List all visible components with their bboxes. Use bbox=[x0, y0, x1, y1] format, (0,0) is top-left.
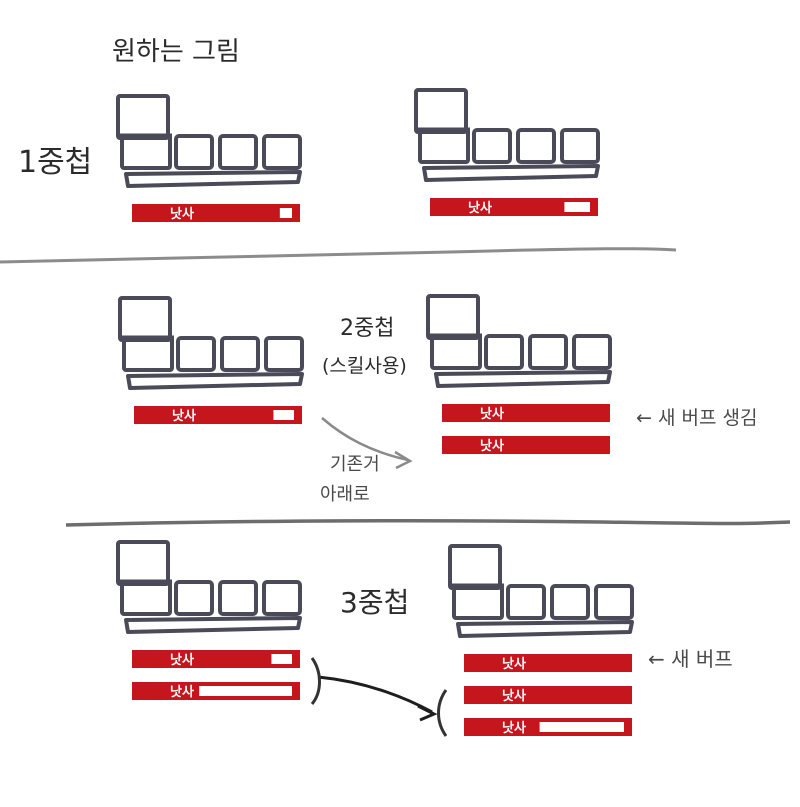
row1-left-panel-panel-base bbox=[124, 170, 302, 188]
row1-right-panel-skill-slot-main bbox=[418, 128, 470, 164]
row3-right-panel-skill-slot-3 bbox=[594, 584, 634, 620]
row1-right-panel-skill-slot-top bbox=[414, 88, 468, 134]
page-title: 원하는 그림 bbox=[112, 37, 240, 67]
row3-right-panel-buff-bar-3-gauge bbox=[539, 722, 624, 732]
row3-right-panel-panel-base bbox=[456, 620, 634, 638]
row2-right-panel-skill-slot-2 bbox=[528, 334, 568, 370]
row2-left-panel-skill-slot-3 bbox=[264, 336, 304, 372]
row3-right-panel-skill-slot-2 bbox=[550, 584, 590, 620]
row3-right-panel-skill-slot-1 bbox=[506, 584, 546, 620]
row1-left-panel-buff-bar-1 bbox=[132, 204, 300, 222]
annotation-new-buff-3: ← 새 버프 bbox=[648, 647, 733, 671]
bracket-left bbox=[437, 689, 448, 737]
row3-left-panel-buff-bar-1-label: 낫사 bbox=[170, 652, 194, 668]
row-label-1: 1중첩 bbox=[18, 145, 92, 180]
row1-left-panel-skill-slot-1 bbox=[174, 134, 214, 170]
row3-right-panel-buff-bar-1 bbox=[464, 654, 632, 672]
row-label-3: 3중첩 bbox=[340, 586, 409, 619]
annotation-move-down-line2: 아래로 bbox=[320, 484, 370, 505]
row3-left-panel-panel-base bbox=[124, 616, 302, 634]
row3-right-panel-skill-slot-top bbox=[448, 544, 502, 590]
row3-left-panel-skill-slot-2 bbox=[218, 580, 258, 616]
row2-left-panel-skill-slot-2 bbox=[220, 336, 260, 372]
row2-left-panel-buff-bar-1-gauge bbox=[273, 410, 294, 420]
row2-left-panel-skill-slot-top bbox=[118, 296, 172, 342]
row2-left-panel-skill-slot-main bbox=[122, 336, 174, 372]
row1-right-panel-skill-slot-1 bbox=[472, 128, 512, 164]
row2-right-panel-skill-slot-3 bbox=[572, 334, 612, 370]
row2-right-panel-skill-slot-main bbox=[430, 334, 482, 370]
row1-right-panel-skill-slot-3 bbox=[560, 128, 600, 164]
row1-right-panel-skill-slot-2 bbox=[516, 128, 556, 164]
row1-right-panel-buff-bar-1 bbox=[430, 198, 598, 216]
row3-right-panel-buff-bar-3-label: 낫사 bbox=[502, 720, 526, 736]
row1-left-panel-buff-bar-1-label: 낫사 bbox=[170, 206, 194, 222]
row3-right-panel-skill-slot-main bbox=[452, 584, 504, 620]
row2-right-panel-buff-bar-2-label: 낫사 bbox=[480, 438, 504, 454]
row3-left-panel-buff-bar-1-gauge bbox=[271, 654, 292, 664]
row3-right-panel-buff-bar-2-label: 낫사 bbox=[502, 688, 526, 704]
row2-left-panel-skill-slot-1 bbox=[176, 336, 216, 372]
row2-left-panel: 낫사 bbox=[118, 296, 304, 424]
row3-left-panel-buff-bar-1 bbox=[132, 650, 300, 668]
row3-left-panel-skill-slot-main bbox=[120, 580, 172, 616]
row3-left-panel-skill-slot-3 bbox=[262, 580, 302, 616]
row2-right-panel-skill-slot-top bbox=[426, 294, 480, 340]
row1-left-panel: 낫사 bbox=[116, 94, 302, 222]
row2-right-panel-buff-bar-2 bbox=[442, 436, 610, 454]
row2-right-panel-skill-slot-1 bbox=[484, 334, 524, 370]
row1-right-panel-buff-bar-1-gauge bbox=[564, 202, 590, 212]
row1-left-panel-buff-bar-1-gauge bbox=[279, 208, 292, 218]
row3-right-panel-buff-bar-2 bbox=[464, 686, 632, 704]
row3-left-panel-buff-bar-2-label: 낫사 bbox=[170, 684, 194, 700]
row3-left-panel-skill-slot-top bbox=[116, 540, 170, 586]
arrow-move-down-head bbox=[394, 450, 413, 470]
row1-left-panel-skill-slot-main bbox=[120, 134, 172, 170]
row2-right-panel-buff-bar-1 bbox=[442, 404, 610, 422]
annotation-new-buff-2: ← 새 버프 생김 bbox=[636, 407, 757, 429]
row2-right-panel-panel-base bbox=[434, 370, 612, 388]
row2-left-panel-buff-bar-1-label: 낫사 bbox=[172, 408, 196, 424]
divider-1 bbox=[0, 247, 677, 264]
arrow-shift-head bbox=[417, 704, 438, 722]
row2-left-panel-buff-bar-1 bbox=[134, 406, 302, 424]
divider-2 bbox=[65, 519, 791, 527]
row2-left-panel-panel-base bbox=[126, 372, 304, 390]
row-note-2: (스킬사용) bbox=[322, 355, 407, 377]
row1-left-panel-skill-slot-top bbox=[116, 94, 170, 140]
arrow-move-down bbox=[321, 417, 409, 462]
annotation-move-down-line1: 기존거 bbox=[330, 454, 380, 475]
row1-right-panel-buff-bar-1-label: 낫사 bbox=[468, 200, 492, 216]
row1-right-panel-panel-base bbox=[422, 164, 600, 182]
row3-left-panel-buff-bar-2-gauge bbox=[199, 686, 292, 696]
row2-right-panel-buff-bar-1-label: 낫사 bbox=[480, 406, 504, 422]
row1-left-panel-skill-slot-3 bbox=[262, 134, 302, 170]
bracket-right bbox=[310, 657, 321, 705]
row1-left-panel-skill-slot-2 bbox=[218, 134, 258, 170]
row3-right-panel-buff-bar-1-label: 낫사 bbox=[502, 656, 526, 672]
row-label-2: 2중첩 bbox=[340, 316, 394, 341]
row3-left-panel-skill-slot-1 bbox=[174, 580, 214, 616]
row1-right-panel: 낫사 bbox=[414, 88, 600, 216]
arrow-shift bbox=[317, 675, 433, 714]
